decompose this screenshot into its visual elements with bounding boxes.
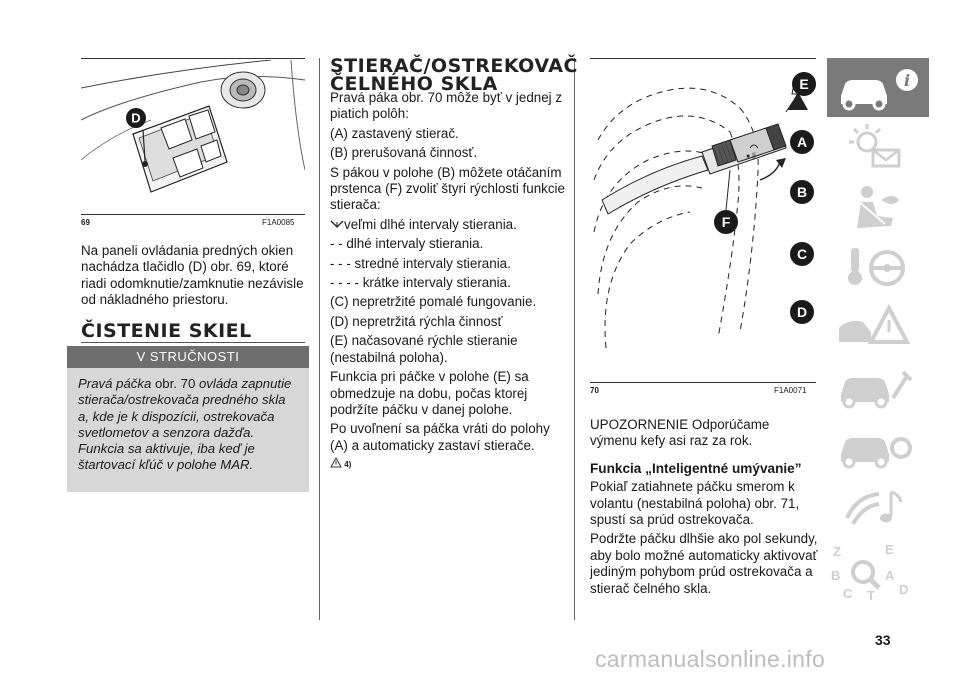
figure-69-number: 69 [81,218,90,227]
figure-69-code: F1A0085 [262,218,295,227]
car-info-icon: i [841,69,918,111]
summary-text-2: Funkcia sa aktivuje, iba keď je štartova… [78,441,255,473]
key-steering-icon [848,248,905,286]
warning-triangle-icon [330,457,342,468]
paragraph: (E) načasované rýchle stieranie (nestabi… [330,333,518,365]
car-tools-icon [841,437,912,469]
paragraph: - - - stredné intervaly stierania. [330,255,511,271]
paragraph: S pákou v polohe (B) môžete otáčaním prs… [330,164,565,213]
paragraph: - - dlhé intervaly stierania. [330,236,484,252]
tab-emergency[interactable] [827,298,929,357]
figure-70-label-e: E [799,76,808,92]
figure-70-number: 70 [590,386,599,395]
svg-text:T: T [867,588,875,602]
section-title-washer-line1: STIERAČ/OSTREKOVAČ [330,55,578,77]
figure-70-label-d: D [797,304,807,320]
warning-reference: 4) [330,457,566,471]
tab-car-info[interactable]: i [827,58,929,117]
svg-text:D: D [899,582,908,597]
figure-70-image: ● || E A B C D F [593,72,816,349]
summary-box-body: Pravá páčka obr. 70 ovláda zapnutie stie… [67,368,309,474]
car-wrench-icon [841,370,913,409]
watermark: carmanualsonline.info [595,646,826,672]
col3-text: UPOZORNENIE Odporúčame výmenu kefy asi r… [590,417,818,597]
paragraph: (A) zastavený stierač. [330,125,459,141]
washer-text-column: Pravá páka obr. 70 môže byť v jednej z p… [330,90,566,471]
page-number: 33 [875,632,891,648]
figure-top-rule [590,58,816,59]
svg-text:● ||: ● || [746,153,756,160]
figure-70-label-b: B [797,184,807,200]
section-title-cleaning: ČISTENIE SKIEL [81,320,252,342]
paragraph: Pravá páka obr. 70 môže byť v jednej z p… [330,90,563,122]
chapter-tabs: i [827,58,929,608]
section-title-washer-line2: ČELNÉHO SKLA [330,73,498,95]
figure-bottom-rule [81,214,305,215]
tab-safety[interactable] [827,178,929,237]
svg-text:i: i [904,71,910,90]
svg-text:Z: Z [833,544,841,559]
tab-starting[interactable] [827,238,929,297]
column-divider [574,58,575,620]
summary-text-italic: Pravá páčka [78,376,152,391]
wiper-interval-icon [330,220,344,228]
figure-69-callout-d: D [131,111,140,126]
figure-70-label-c: C [797,246,807,262]
svg-text:A: A [885,568,895,583]
summary-box-title: V STRUČNOSTI [67,346,309,368]
svg-text:E: E [885,542,894,557]
summary-text-italic-2: ovláda zapnutie stierača/ostrekovača pre… [78,376,292,440]
svg-text:C: C [843,586,853,601]
figure-bottom-rule [590,382,816,383]
index-search-icon: Z E B A C T D [831,542,908,602]
section-rule [81,342,305,343]
airbag-seat-icon [856,186,899,228]
intro-paragraph: Na paneli ovládania predných okien nachá… [81,243,304,308]
lights-mail-icon [849,124,901,168]
figure-70-label-a: A [797,134,807,150]
svg-text:B: B [831,568,840,583]
tab-lights[interactable] [827,118,929,177]
tab-index[interactable]: Z E B A C T D [827,538,929,602]
summary-text-ref: obr. 70 [151,376,199,391]
summary-box: V STRUČNOSTI Pravá páčka obr. 70 ovláda … [67,346,309,492]
paragraph-interval-symbol: veľmi dlhé intervaly stierania. [330,217,566,233]
paragraph: Podržte páčku dlhšie ako pol sekundy, ab… [590,531,818,596]
smart-wash-heading: Funkcia „Inteligentné umývanie” [590,460,802,476]
paragraph: (B) prerušovaná činnosť. [330,145,478,161]
tab-technical[interactable] [827,418,929,477]
note-paragraph: UPOZORNENIE Odporúčame výmenu kefy asi r… [590,417,770,449]
paragraph: Po uvoľnení sa páčka vráti do polohy (A)… [330,421,550,453]
warning-road-icon [839,303,911,344]
paragraph: Funkcia pri páčke v polohe (E) sa obmedz… [330,369,529,417]
figure-top-rule [81,58,305,59]
figure-70-code: F1A0071 [774,386,807,395]
paragraph: Pokiaľ zatiahnete páčku smerom k volantu… [590,479,800,528]
paragraph: (C) nepretržité pomalé fungovanie. [330,294,537,310]
tab-multimedia[interactable] [827,478,929,537]
paragraph: - - - - krátke intervaly stierania. [330,275,511,291]
figure-70-label-f: F [722,214,731,230]
paragraph: (D) nepretržitá rýchla činnosť [330,313,503,329]
figure-69-image: D [81,60,305,212]
column-divider [319,58,320,620]
tab-maintenance[interactable] [827,358,929,417]
music-icon [845,490,903,526]
